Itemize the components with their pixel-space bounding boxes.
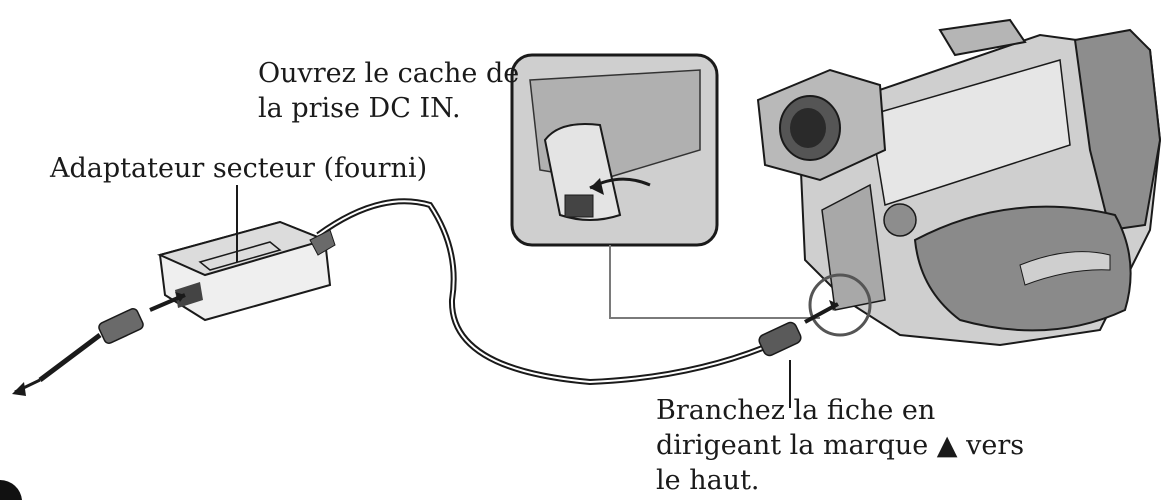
camcorder [756, 18, 1162, 347]
open-cover-label-line-1: Ouvrez le cache de [258, 58, 520, 89]
dc-plug [758, 321, 802, 357]
dc-in-callout [808, 273, 872, 337]
plug-label-line-2: dirigeant la marque ▲ vers [656, 430, 1025, 461]
hand-strap [913, 205, 1132, 332]
viewfinder [756, 68, 887, 182]
dc-in-detail-inset [510, 53, 820, 319]
plug-label-line-3: le haut. [656, 465, 760, 496]
plug-label: Branchez la fiche en dirigeant la marque… [656, 393, 1024, 498]
open-cover-label-line-2: la prise DC IN. [258, 93, 461, 124]
ac-adapter [149, 220, 336, 322]
step-badge [0, 479, 22, 500]
mains-plug [12, 308, 144, 396]
plug-label-line-1: Branchez la fiche en [656, 395, 936, 426]
adapter-label: Adaptateur secteur (fourni) [50, 153, 428, 184]
open-cover-label: Ouvrez le cache de la prise DC IN. [258, 56, 519, 126]
